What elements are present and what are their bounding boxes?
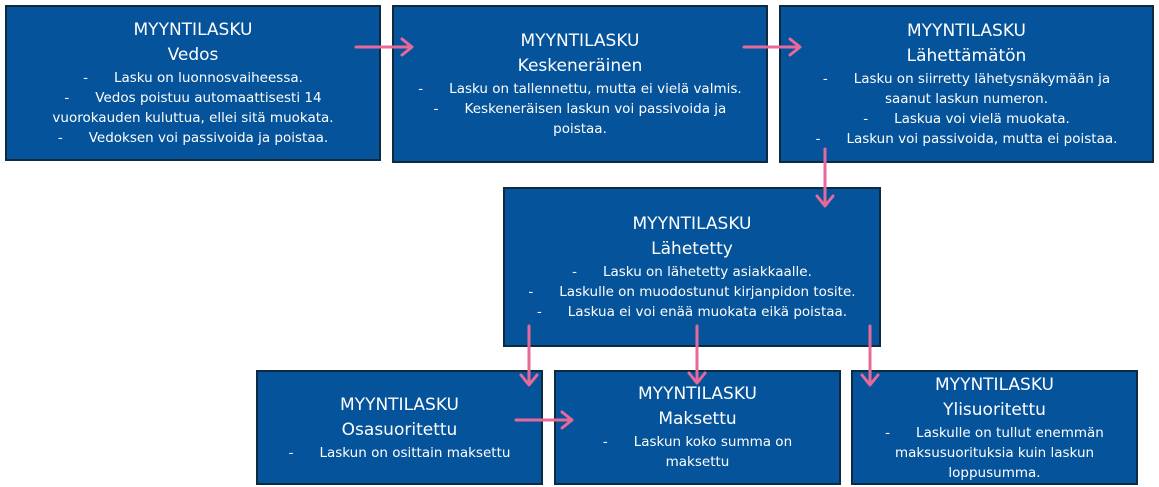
arrow-lahetetty-to-osasuoritettu: [519, 324, 539, 387]
bullet-cont: poistaa.: [553, 121, 607, 137]
bullet: -Keskeneräisen laskun voi passivoida ja: [433, 101, 727, 117]
box-type: MYYNTILASKU: [935, 374, 1054, 395]
box-state: Maksettu: [658, 409, 737, 429]
bullet: -Vedos poistuu automaattisesti 14: [64, 90, 322, 106]
state-box-vedos: MYYNTILASKU Vedos -Lasku on luonnosvaihe…: [5, 5, 381, 161]
bullet-cont: vuorokauden kuluttua, ellei sitä muokata…: [52, 110, 334, 126]
bullet: -Lasku on tallennettu, mutta ei vielä va…: [418, 81, 742, 97]
box-state: Vedos: [167, 45, 219, 65]
box-state: Ylisuoritettu: [943, 399, 1046, 420]
bullet: -Lasku on lähetetty asiakkaalle.: [572, 264, 812, 280]
box-state: Keskeneräinen: [517, 56, 643, 76]
bullet: -Laskulle on tullut enemmän: [885, 424, 1104, 441]
bullet: -Laskun koko summa on: [602, 434, 793, 450]
bullet: -Laskun voi passivoida, mutta ei poistaa…: [815, 131, 1118, 147]
arrow-vedos-to-keskenerainen: [354, 37, 414, 57]
bullet: -Lasku on siirretty lähetysnäkymään ja: [822, 71, 1111, 87]
state-box-ylisuoritettu: MYYNTILASKU Ylisuoritettu -Laskulle on t…: [851, 370, 1138, 485]
bullet-cont: maksusuorituksia kuin laskun: [894, 444, 1095, 461]
bullet-cont: saanut laskun numeron.: [884, 91, 1049, 107]
state-box-keskenerainen: MYYNTILASKU Keskeneräinen -Lasku on tall…: [392, 5, 768, 163]
box-type: MYYNTILASKU: [520, 31, 640, 51]
box-type: MYYNTILASKU: [638, 384, 757, 404]
arrow-lahetetty-to-maksettu: [687, 324, 707, 385]
bullet: -Vedoksen voi passivoida ja poistaa.: [57, 130, 329, 146]
bullet-cont: maksettu: [665, 454, 730, 470]
box-type: MYYNTILASKU: [133, 20, 253, 40]
box-state: Lähettämätön: [906, 46, 1027, 66]
state-box-osasuoritettu: MYYNTILASKU Osasuoritettu -Laskun on osi…: [256, 370, 543, 485]
state-box-lahettamaton: MYYNTILASKU Lähettämätön -Lasku on siirr…: [779, 5, 1154, 163]
bullet: -Lasku on luonnosvaiheessa.: [83, 70, 303, 86]
state-box-lahetetty: MYYNTILASKU Lähetetty -Lasku on lähetett…: [503, 187, 881, 347]
state-box-maksettu: MYYNTILASKU Maksettu -Laskun koko summa …: [554, 370, 841, 485]
box-type: MYYNTILASKU: [907, 21, 1026, 41]
arrow-osasuoritettu-to-maksettu: [514, 410, 574, 430]
bullet: -Laskua voi vielä muokata.: [863, 111, 1070, 127]
box-state: Osasuoritettu: [341, 419, 458, 440]
box-type: MYYNTILASKU: [632, 214, 752, 234]
arrow-lahetetty-to-ylisuoritettu: [860, 324, 880, 387]
box-state: Lähetetty: [651, 239, 733, 259]
bullet-cont: loppusumma.: [948, 464, 1041, 481]
bullet: -Laskua ei voi enää muokata eikä poistaa…: [536, 304, 848, 320]
arrow-keskenerainen-to-lahettamaton: [742, 37, 802, 57]
bullet: -Laskun on osittain maksettu: [288, 444, 511, 461]
arrow-lahettamaton-to-lahetetty: [815, 147, 835, 208]
box-type: MYYNTILASKU: [340, 394, 459, 415]
bullet: -Laskulle on muodostunut kirjanpidon tos…: [528, 284, 856, 300]
